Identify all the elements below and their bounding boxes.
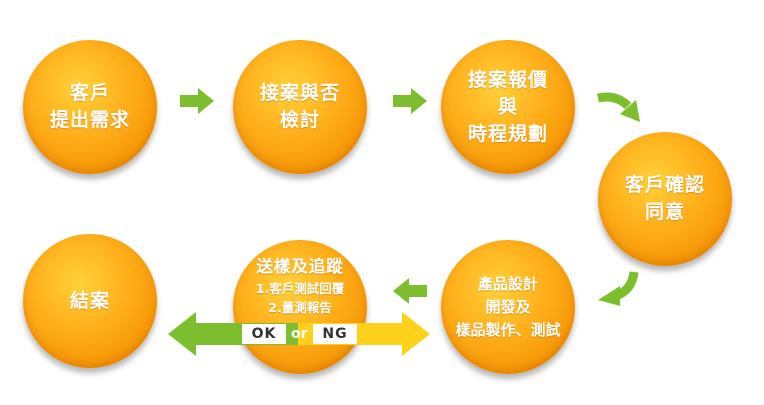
node-label: 接案與否 [259,82,340,104]
node-customer-request: 客戶 提出需求 [23,40,157,174]
ok-ng-double-arrow [168,312,430,356]
node-label: 結案 [69,289,110,312]
node-close: 結案 [23,234,157,368]
node-confirm: 客戶確認 同意 [598,132,732,266]
curved-arrow-down-icon [597,92,640,122]
node-list-item: 2.量測報告 [268,300,332,315]
node-label: 客戶確認 [624,174,705,196]
node-label: 與 [497,95,518,118]
or-label: or [291,326,308,342]
node-quote: 接案報價 與 時程規劃 [441,40,575,174]
node-evaluate: 接案與否 檢討 [233,40,367,174]
ng-label: NG [313,324,357,344]
node-label: 樣品製作、測試 [455,320,561,339]
node-sample: 送樣及追蹤 1.客戶測試回覆 2.量測報告 [233,240,367,374]
curved-arrow-down-left-icon [598,271,639,306]
node-label: 檢討 [279,109,320,131]
node-label: 送樣及追蹤 [256,257,344,276]
ok-label: OK [242,324,286,344]
node-design: 產品設計 開發及 樣品製作、測試 [441,240,575,374]
left-arrow-icon [393,278,427,304]
node-label: 提出需求 [49,109,130,131]
right-arrow-icon [180,88,214,114]
node-label: 時程規劃 [467,122,548,145]
node-label: 接案報價 [467,68,548,91]
node-label: 產品設計 [477,274,538,293]
node-list-item: 1.客戶測試回覆 [255,281,345,296]
node-label: 客戶 [69,82,110,104]
node-label: 開發及 [485,297,531,316]
node-label: 同意 [644,201,685,223]
right-arrow-icon [393,88,427,114]
